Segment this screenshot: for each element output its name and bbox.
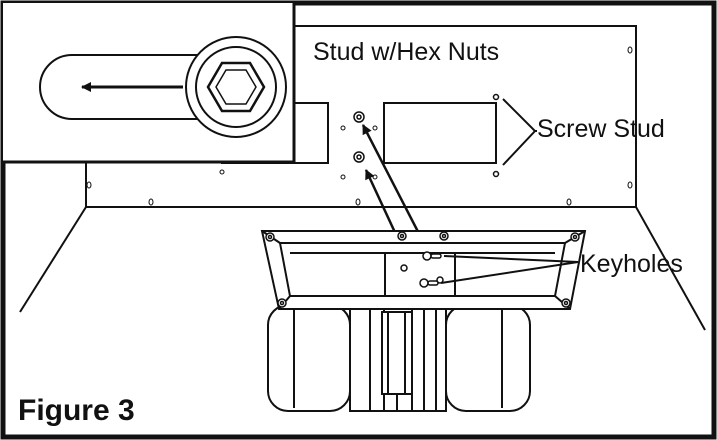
screw-studs xyxy=(492,93,500,178)
figure-title: Figure 3 xyxy=(18,394,135,427)
hex-nut-studs xyxy=(353,111,365,163)
perspective-lines xyxy=(19,206,706,331)
screw-stud-label: Screw Stud xyxy=(537,115,665,143)
screw-stud-leaders xyxy=(502,98,537,166)
keyhole-leaders xyxy=(440,255,579,284)
blower-assembly xyxy=(267,304,531,412)
keyholes xyxy=(419,251,442,288)
keyholes-label: Keyholes xyxy=(580,250,683,278)
stud-hex-nuts-label: Stud w/Hex Nuts xyxy=(313,38,500,66)
tray-screws xyxy=(265,231,580,308)
mounting-tray xyxy=(260,230,587,310)
hex-nut-icon xyxy=(185,36,287,138)
